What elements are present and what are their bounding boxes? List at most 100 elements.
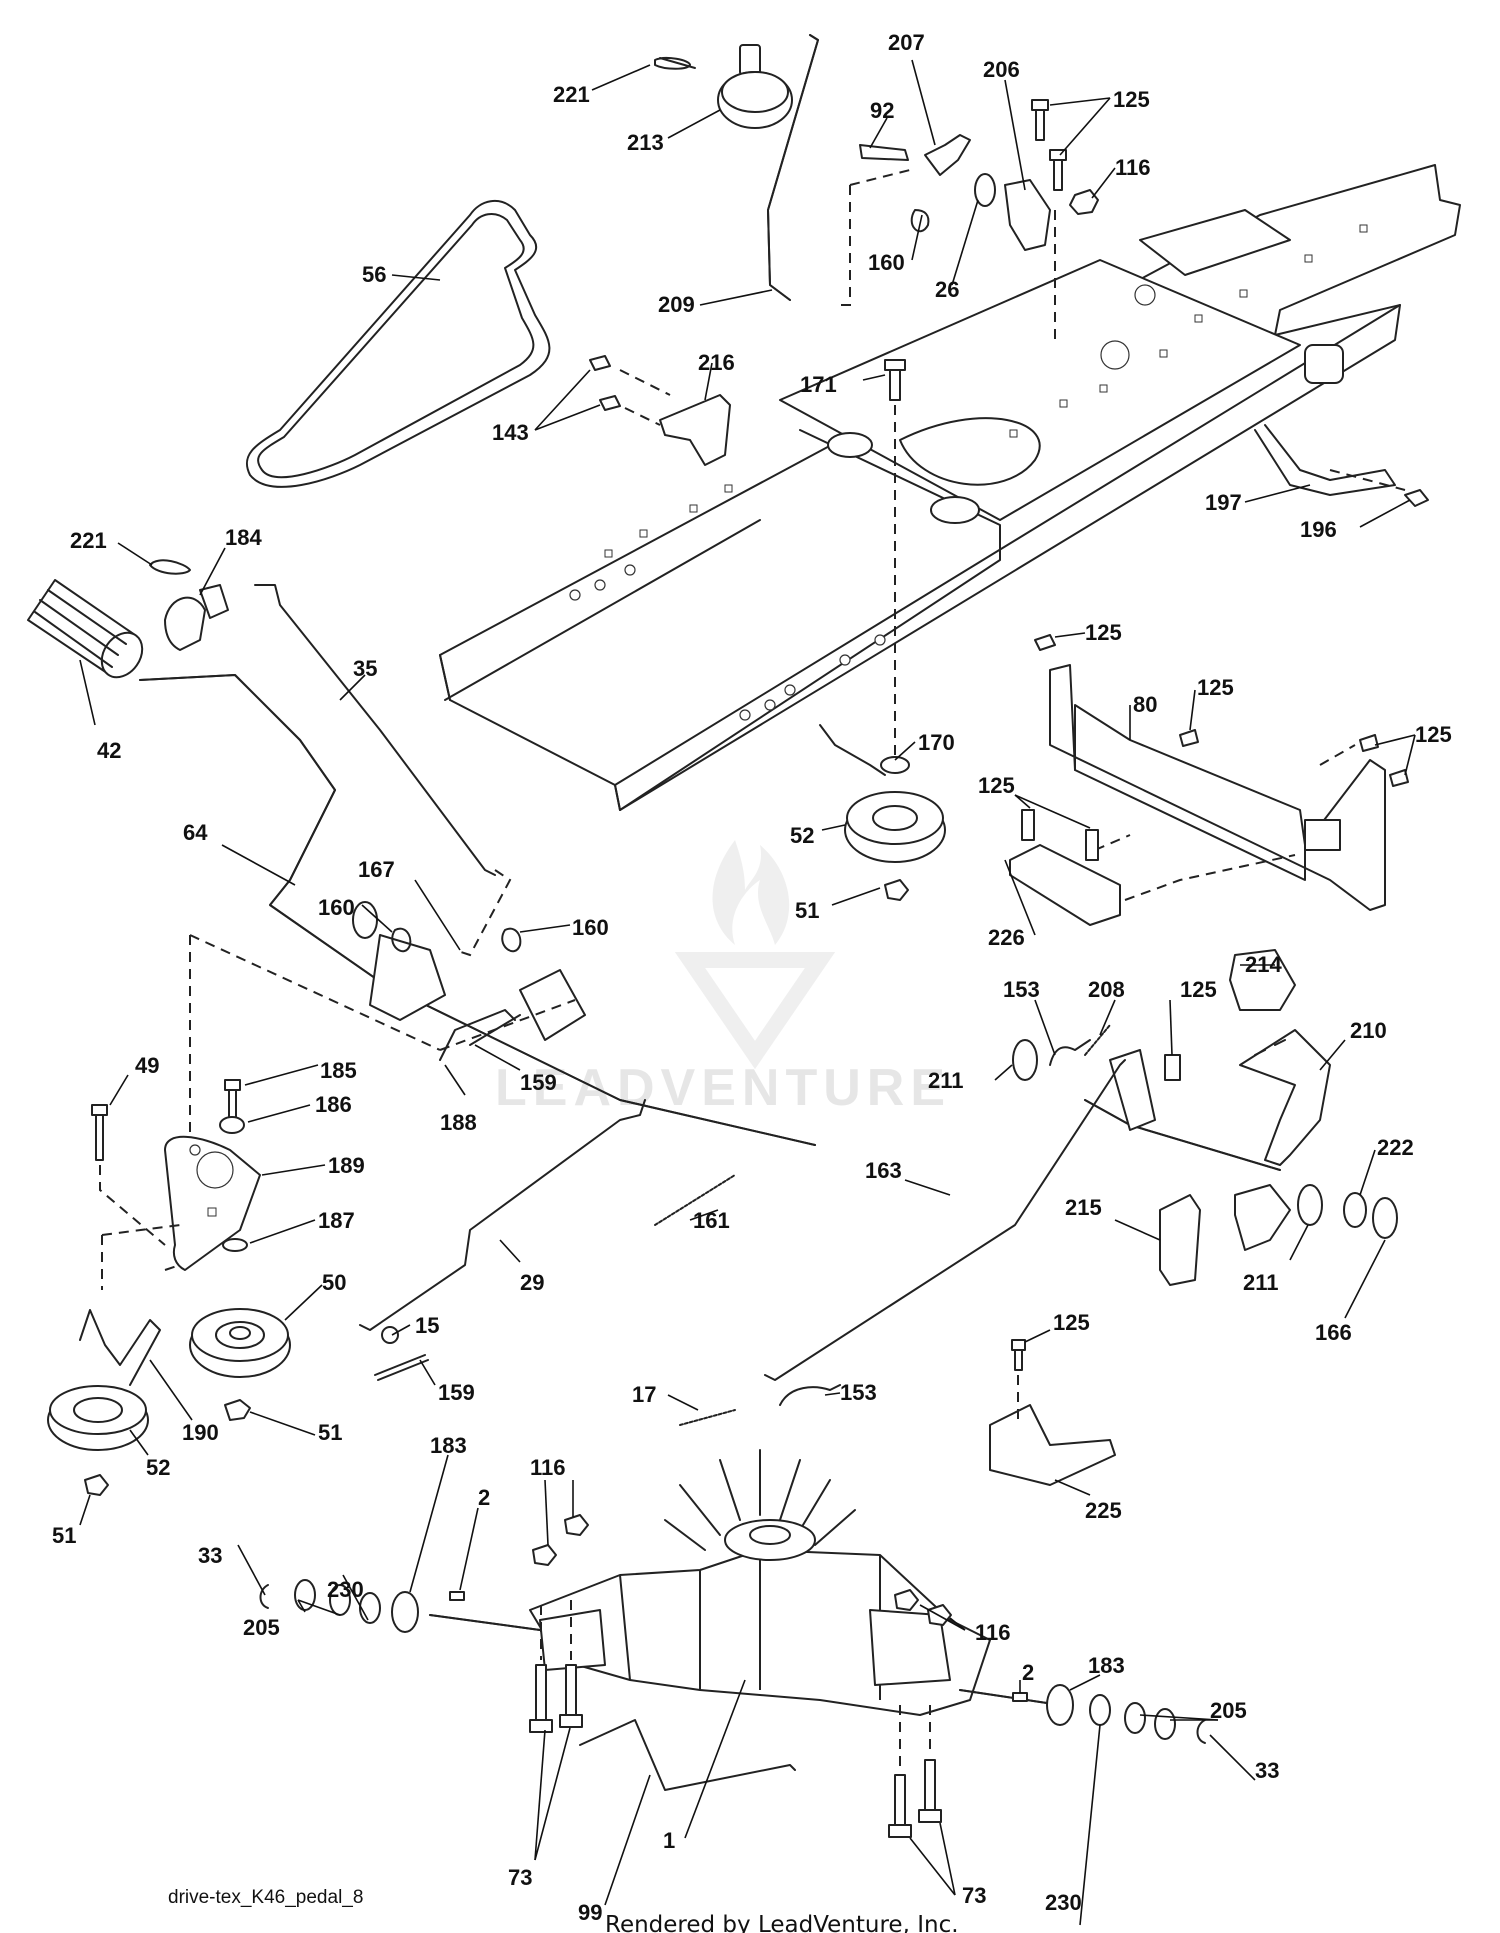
shift-rod	[767, 34, 819, 301]
bushing-186	[219, 1116, 245, 1134]
callout-190: 190	[182, 1420, 219, 1445]
callout-51-b: 51	[318, 1420, 342, 1445]
callout-187: 187	[318, 1208, 355, 1233]
callout-73-b: 73	[962, 1883, 986, 1908]
washer-170	[880, 756, 910, 774]
callout-143: 143	[492, 420, 529, 445]
callout-80: 80	[1133, 692, 1157, 717]
drive-belt	[245, 200, 551, 488]
callout-2-b: 2	[1022, 1660, 1034, 1685]
callout-222: 222	[1377, 1135, 1414, 1160]
bolts-125-116	[1031, 99, 1099, 215]
callout-160: 160	[868, 250, 905, 275]
washer-205c	[1124, 1702, 1146, 1734]
callout-167: 167	[358, 857, 395, 882]
bushing-183a	[391, 1591, 419, 1633]
callout-50: 50	[322, 1270, 346, 1295]
callout-211: 211	[928, 1068, 964, 1093]
washer-222	[1343, 1192, 1367, 1228]
spring-161	[654, 1174, 736, 1226]
pulley-52b	[47, 1385, 149, 1451]
clip-153a	[1049, 1039, 1091, 1066]
callout-153: 153	[1003, 977, 1040, 1002]
hairpin-clip	[654, 56, 696, 70]
bushing-211b	[1297, 1184, 1323, 1226]
callout-230-b: 230	[1045, 1890, 1082, 1915]
callout-2: 2	[478, 1485, 490, 1510]
clip-166	[1372, 1197, 1398, 1239]
washer-187	[222, 1238, 248, 1252]
callout-116: 116	[1115, 155, 1151, 180]
callout-153-b: 153	[840, 1380, 877, 1405]
shift-lever-parts	[859, 134, 1051, 251]
callout-188: 188	[440, 1110, 477, 1135]
bracket-216	[589, 355, 731, 466]
spring-clip-160b	[501, 927, 522, 953]
callout-186: 186	[315, 1092, 352, 1117]
hairpin-221	[149, 559, 191, 575]
bushing-211a	[1012, 1039, 1038, 1081]
callout-184: 184	[225, 525, 262, 550]
plate-226	[1009, 844, 1121, 926]
callout-183-b: 183	[1088, 1653, 1125, 1678]
washer-205d	[1154, 1708, 1176, 1740]
callout-183: 183	[430, 1433, 467, 1458]
cotter-159	[374, 1354, 429, 1381]
callout-92: 92	[870, 98, 894, 123]
callout-29: 29	[520, 1270, 544, 1295]
clip-33b	[1196, 1719, 1206, 1744]
key-2b	[1012, 1692, 1028, 1702]
callout-230: 230	[327, 1577, 364, 1602]
callout-216: 216	[698, 350, 735, 375]
spring-190	[79, 1309, 161, 1386]
callout-51: 51	[795, 898, 819, 923]
callout-17: 17	[632, 1382, 656, 1407]
callout-33-b: 33	[1255, 1758, 1279, 1783]
pedal-shaft	[1084, 1099, 1281, 1171]
pedal-arm	[1109, 1049, 1156, 1131]
bushing-183b	[1046, 1684, 1074, 1726]
bracket-225	[989, 1339, 1116, 1486]
callout-125-e: 125	[978, 773, 1015, 798]
callout-206: 206	[983, 57, 1020, 82]
rod-29	[359, 1099, 646, 1331]
callout-208: 208	[1088, 977, 1125, 1002]
pedal-bracket	[1234, 1184, 1291, 1251]
key-2a	[449, 1591, 465, 1601]
callout-labels: 221 213 207 206 125 92 116 160 26 56 209…	[52, 30, 1452, 1925]
callout-209: 209	[658, 292, 695, 317]
callout-185: 185	[320, 1058, 357, 1083]
bolt-73d	[918, 1759, 942, 1823]
callout-33: 33	[198, 1543, 222, 1568]
pedal-210	[1239, 1029, 1331, 1166]
bolt-73c	[888, 1774, 912, 1838]
callout-49: 49	[135, 1053, 159, 1078]
leader-lines	[79, 59, 1416, 1926]
callout-125: 125	[1113, 87, 1150, 112]
bolt-73b	[559, 1664, 583, 1728]
callout-26: 26	[935, 277, 959, 302]
callout-163: 163	[865, 1158, 902, 1183]
callout-125-c: 125	[1197, 675, 1234, 700]
callout-210: 210	[1350, 1018, 1387, 1043]
callout-207: 207	[888, 30, 925, 55]
callout-189: 189	[328, 1153, 365, 1178]
callout-116-c: 116	[975, 1620, 1011, 1645]
pulley-50	[189, 1308, 291, 1378]
nut-51b	[224, 1399, 251, 1421]
transaxle-1	[529, 1449, 991, 1716]
callout-64: 64	[183, 820, 208, 845]
pulley-52a	[844, 791, 946, 863]
frame-assembly	[439, 164, 1461, 811]
clip-33a	[259, 1584, 269, 1609]
bolt-125f	[1164, 1054, 1181, 1081]
callout-221-b: 221	[70, 528, 107, 553]
callout-125-d: 125	[1415, 722, 1452, 747]
carriage-bolt-171	[884, 359, 906, 401]
callout-225: 225	[1085, 1498, 1122, 1523]
rod-188	[439, 1009, 516, 1061]
callout-197: 197	[1205, 490, 1242, 515]
callout-215: 215	[1065, 1195, 1102, 1220]
shaft-64	[139, 674, 816, 1146]
callout-211-b: 211	[1243, 1270, 1279, 1295]
